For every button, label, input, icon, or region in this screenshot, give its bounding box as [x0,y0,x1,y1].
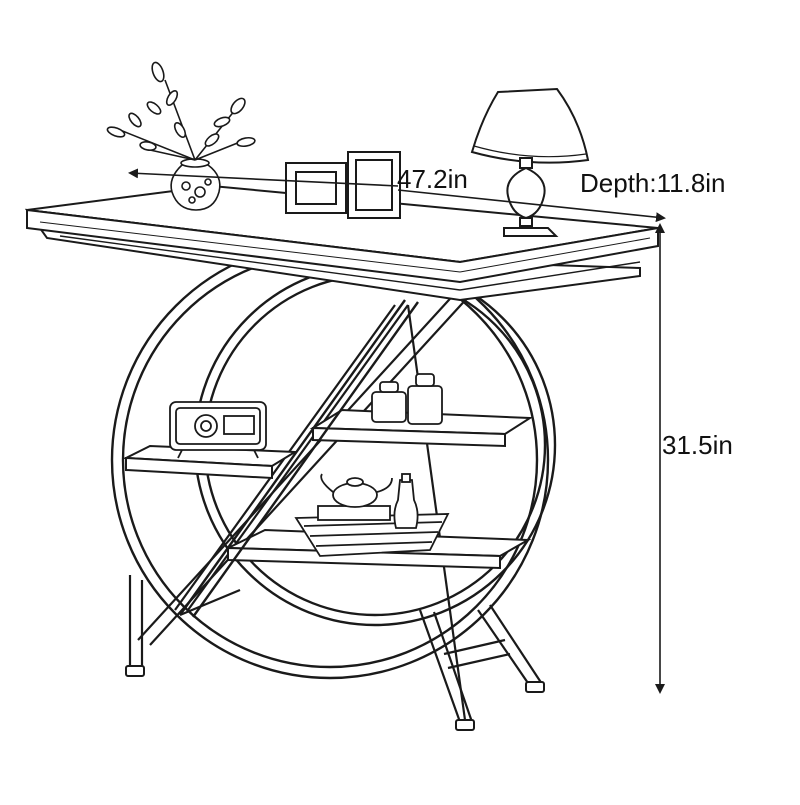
width-dimension-label: 47.2in [397,164,468,194]
height-dimension-label: 31.5in [662,430,733,460]
jars [371,373,443,425]
feet [125,665,545,731]
table-lamp [470,87,590,237]
radio [169,401,267,459]
basket-with-teapot [294,473,450,557]
table-frame [128,289,543,723]
dimension-lines [128,168,666,694]
width-arrow [128,168,399,187]
shelves [122,299,534,618]
depth-arrow [397,189,666,223]
depth-dimension-label: Depth:11.8in [580,168,726,198]
